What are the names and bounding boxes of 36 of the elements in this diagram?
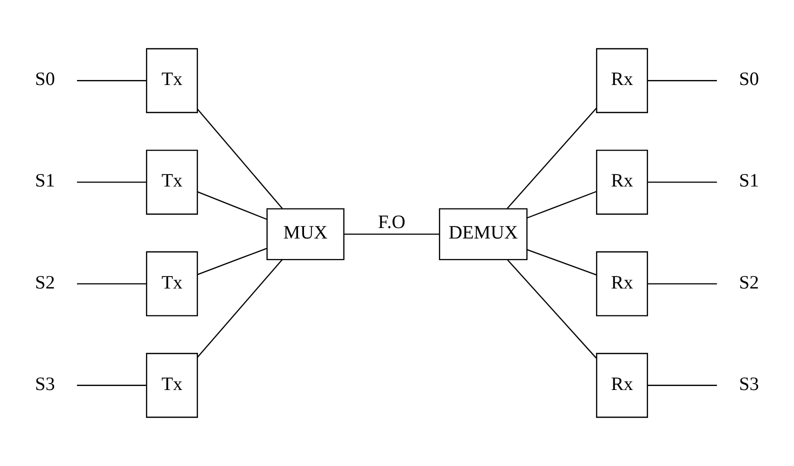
node-text: S2 [35, 272, 55, 294]
connector [197, 108, 283, 209]
connector [648, 283, 717, 284]
node-text: S0 [35, 69, 55, 90]
connector [648, 384, 717, 386]
node-box: Rx [596, 150, 648, 215]
node-text: S0 [739, 69, 759, 90]
node-box: Rx [596, 352, 648, 418]
node-text: S1 [35, 170, 55, 192]
connector [197, 248, 267, 276]
connector [506, 108, 597, 209]
connector [648, 182, 717, 183]
connector [507, 259, 597, 358]
node-box: Tx [146, 352, 198, 418]
connector [76, 80, 146, 82]
node-text: S3 [739, 374, 759, 395]
node-box: Tx [146, 150, 198, 215]
node-box: Rx [596, 48, 648, 114]
node-text: S2 [739, 272, 759, 294]
node-box: MUX [266, 208, 344, 260]
node-box: DEMUX [438, 208, 528, 260]
connector [197, 191, 267, 220]
connector [76, 283, 146, 284]
connector [76, 182, 146, 183]
node-box: Tx [146, 48, 198, 114]
connector [527, 249, 597, 276]
node-box: Tx [146, 251, 198, 316]
connector [648, 80, 717, 82]
edge-label: F.O [378, 212, 406, 234]
connector [527, 190, 597, 218]
node-text: S1 [739, 170, 759, 192]
connector [197, 259, 283, 358]
connector [76, 384, 146, 386]
connector [344, 234, 440, 235]
node-box: Rx [596, 251, 648, 316]
node-text: S3 [35, 374, 55, 395]
